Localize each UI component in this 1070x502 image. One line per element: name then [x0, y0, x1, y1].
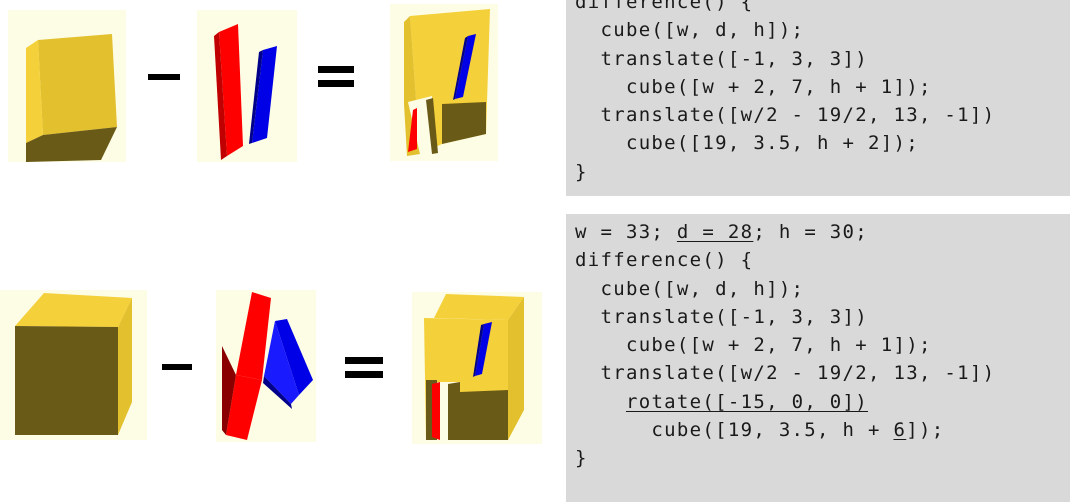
code-segment: translate([-1, 3, 3]) [575, 305, 868, 328]
code-line: cube([w + 2, 7, h + 1]); [575, 73, 995, 101]
code-line: translate([-1, 3, 3]) [575, 303, 995, 331]
code-segment: ]); [906, 419, 945, 442]
code-line: difference() { [575, 246, 995, 274]
minus-operator [162, 364, 192, 370]
code-segment: difference() { [575, 0, 754, 13]
code-line: } [575, 158, 995, 186]
code-line: cube([w + 2, 7, h + 1]); [575, 331, 995, 359]
bottom-base-cube-render [15, 293, 132, 435]
code-segment: } [575, 160, 588, 183]
code-segment: cube([w, d, h]); [575, 19, 805, 42]
code-segment: cube([w + 2, 7, h + 1]); [575, 75, 932, 98]
minus-operator [148, 74, 180, 80]
code-line: difference() { [575, 0, 995, 16]
code-segment: w = 33; [575, 221, 677, 243]
top-subtract-shapes-view [197, 10, 297, 162]
top-base-cube-view [8, 10, 126, 162]
code-segment: cube([19, 3.5, h + 2]); [575, 132, 919, 155]
code-segment: cube([w + 2, 7, h + 1]); [575, 334, 932, 357]
code-line: w = 33; d = 28; h = 30; [575, 218, 995, 246]
bottom-subtract-shapes-render [222, 292, 313, 440]
code-line: cube([19, 3.5, h + 6]); [575, 416, 995, 444]
bottom-result-view [412, 292, 542, 444]
code-line: } [575, 444, 995, 472]
code-segment: ; h = 30; [753, 221, 869, 243]
code-segment: difference() { [575, 249, 754, 272]
top-base-cube-render [26, 34, 117, 162]
equals-operator-bottom-bar [345, 371, 383, 378]
bottom-result-render [424, 294, 524, 440]
code-segment: } [575, 447, 588, 470]
bottom-base-cube-view [0, 290, 147, 440]
code-line: cube([w, d, h]); [575, 275, 995, 303]
code-line: translate([w/2 - 19/2, 13, -1]) [575, 359, 995, 387]
bottom-subtract-shapes-view [216, 290, 316, 442]
code-segment [575, 391, 626, 413]
top-result-view [390, 4, 498, 161]
code-segment: translate([w/2 - 19/2, 13, -1]) [575, 362, 996, 385]
underlined-code-segment: 6 [893, 419, 907, 442]
top-result-render [404, 9, 490, 156]
code-segment: cube([19, 3.5, h + [575, 419, 894, 442]
underlined-code-segment: d = 28 [676, 221, 754, 243]
equals-operator-bottom-bar [318, 80, 354, 87]
code-line: rotate([-15, 0, 0]) [575, 388, 995, 416]
code-segment: cube([w, d, h]); [575, 277, 805, 300]
code-line: translate([w/2 - 19/2, 13, -1]) [575, 101, 995, 129]
top-code-block: difference() { cube([w, d, h]); translat… [566, 0, 1070, 196]
equals-operator-top-bar [345, 357, 383, 364]
bottom-code-block: w = 33; d = 28; h = 30; difference() { cu… [566, 214, 1070, 502]
underlined-code-segment: rotate([-15, 0, 0]) [625, 390, 869, 413]
code-segment: translate([w/2 - 19/2, 13, -1]) [575, 104, 996, 127]
code-line: cube([19, 3.5, h + 2]); [575, 129, 995, 157]
top-subtract-shapes-render [214, 24, 277, 160]
code-line: cube([w, d, h]); [575, 16, 995, 44]
code-segment: translate([-1, 3, 3]) [575, 47, 868, 70]
code-line: translate([-1, 3, 3]) [575, 45, 995, 73]
equals-operator-top-bar [318, 66, 354, 73]
